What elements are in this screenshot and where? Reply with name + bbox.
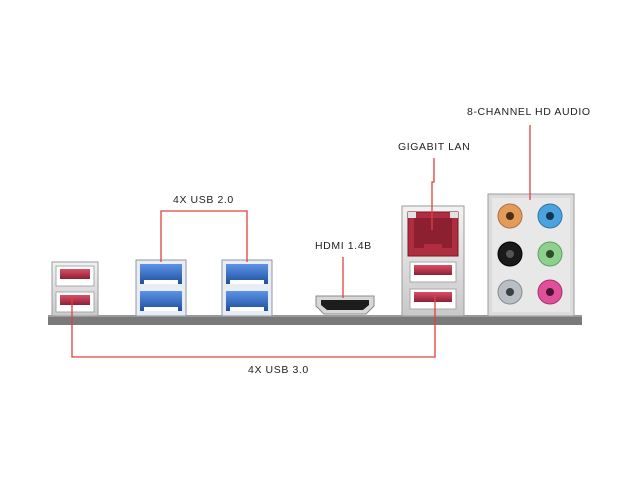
callout-lines bbox=[71, 125, 531, 358]
audio-jack-panel bbox=[487, 193, 575, 317]
lan-usb3-port-stack bbox=[401, 205, 465, 317]
audio-label: 8-CHANNEL HD AUDIO bbox=[467, 106, 591, 118]
lan-callout-line bbox=[431, 158, 435, 230]
io-bracket-bar bbox=[48, 315, 582, 325]
lan-label: GIGABIT LAN bbox=[398, 141, 471, 153]
usb2-port-stack-2 bbox=[221, 259, 273, 317]
usb3-callout-line bbox=[71, 296, 436, 358]
usb3-label: 4X USB 3.0 bbox=[248, 364, 309, 376]
usb2-callout-line bbox=[160, 210, 248, 262]
usb2-label: 4X USB 2.0 bbox=[173, 194, 234, 206]
usb2-port-stack-1 bbox=[135, 259, 187, 317]
hdmi-label: HDMI 1.4B bbox=[315, 240, 372, 252]
usb3-port-stack-left bbox=[51, 261, 99, 317]
hdmi-port bbox=[315, 295, 375, 315]
